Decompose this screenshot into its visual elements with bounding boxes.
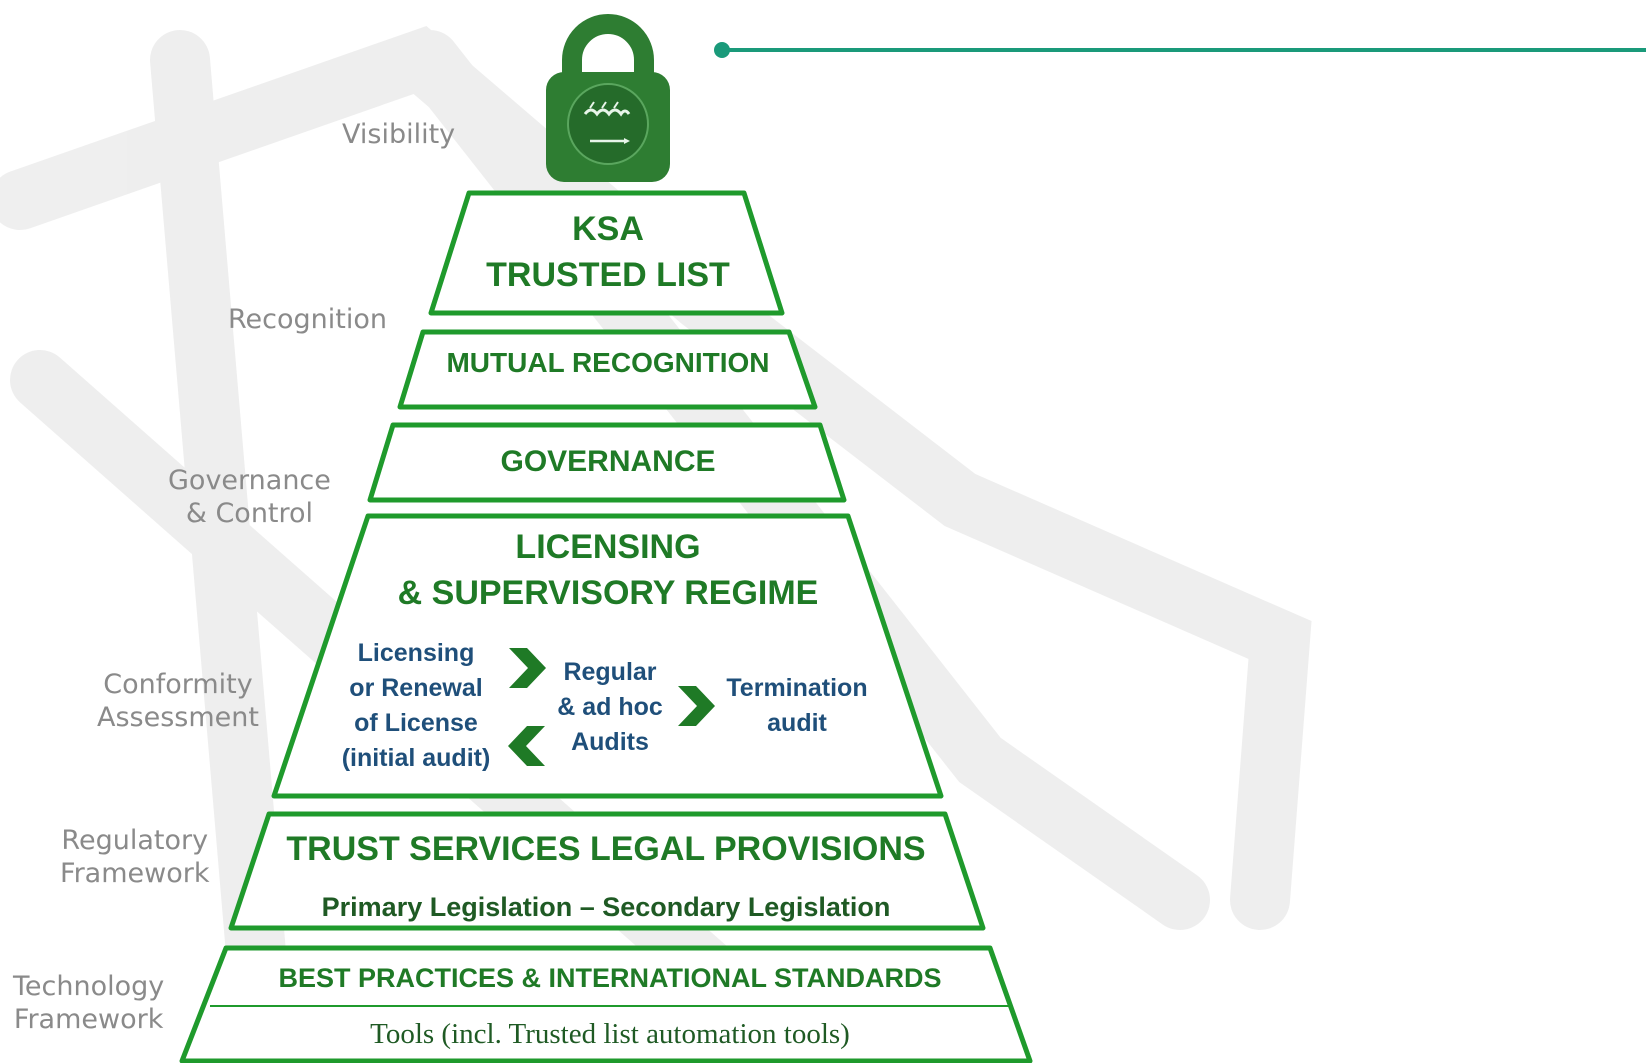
- legal-provisions-title: TRUST SERVICES LEGAL PROVISIONS: [286, 830, 926, 868]
- layer-standards: [179, 945, 1033, 1063]
- mutual-recognition-title: MUTUAL RECOGNITION: [446, 347, 770, 378]
- chevron-right-icon: [509, 648, 546, 688]
- padlock-icon: [546, 14, 670, 182]
- process-licensing-renewal: Licensing or Renewal of License (initial…: [341, 639, 491, 772]
- chevron-right-icon: [678, 686, 715, 726]
- tools-text: Tools (incl. Trusted list automation too…: [370, 1018, 850, 1050]
- process-regular-audits: Regular & ad hoc Audits: [557, 658, 663, 756]
- legal-provisions-subtitle: Primary Legislation – Secondary Legislat…: [321, 892, 891, 922]
- governance-title: GOVERNANCE: [500, 445, 716, 478]
- regulatory-framework-label: Regulatory Framework: [60, 825, 210, 889]
- recognition-label: Recognition: [228, 304, 387, 335]
- layer-trusted-list: [428, 190, 785, 316]
- governance-control-label: Governance & Control: [168, 465, 331, 529]
- visibility-label: Visibility: [342, 119, 456, 150]
- technology-framework-label: Technology Framework: [13, 971, 165, 1035]
- saudi-flag-emblem-icon: [583, 101, 631, 144]
- layer-mutual-recognition: [397, 329, 818, 410]
- chevron-left-icon: [508, 726, 545, 766]
- process-termination-audit: Termination audit: [726, 674, 868, 737]
- layer-governance: [367, 422, 847, 503]
- conformity-assessment-label: Conformity Assessment: [97, 669, 259, 733]
- trusted-list-title: KSA TRUSTED LIST: [486, 210, 730, 294]
- licensing-title: LICENSING & SUPERVISORY REGIME: [397, 528, 819, 612]
- standards-title: BEST PRACTICES & INTERNATIONAL STANDARDS: [278, 963, 942, 993]
- layer-legal-provisions: [228, 811, 986, 931]
- accent-line: [714, 42, 1646, 58]
- layer-licensing: [271, 513, 944, 799]
